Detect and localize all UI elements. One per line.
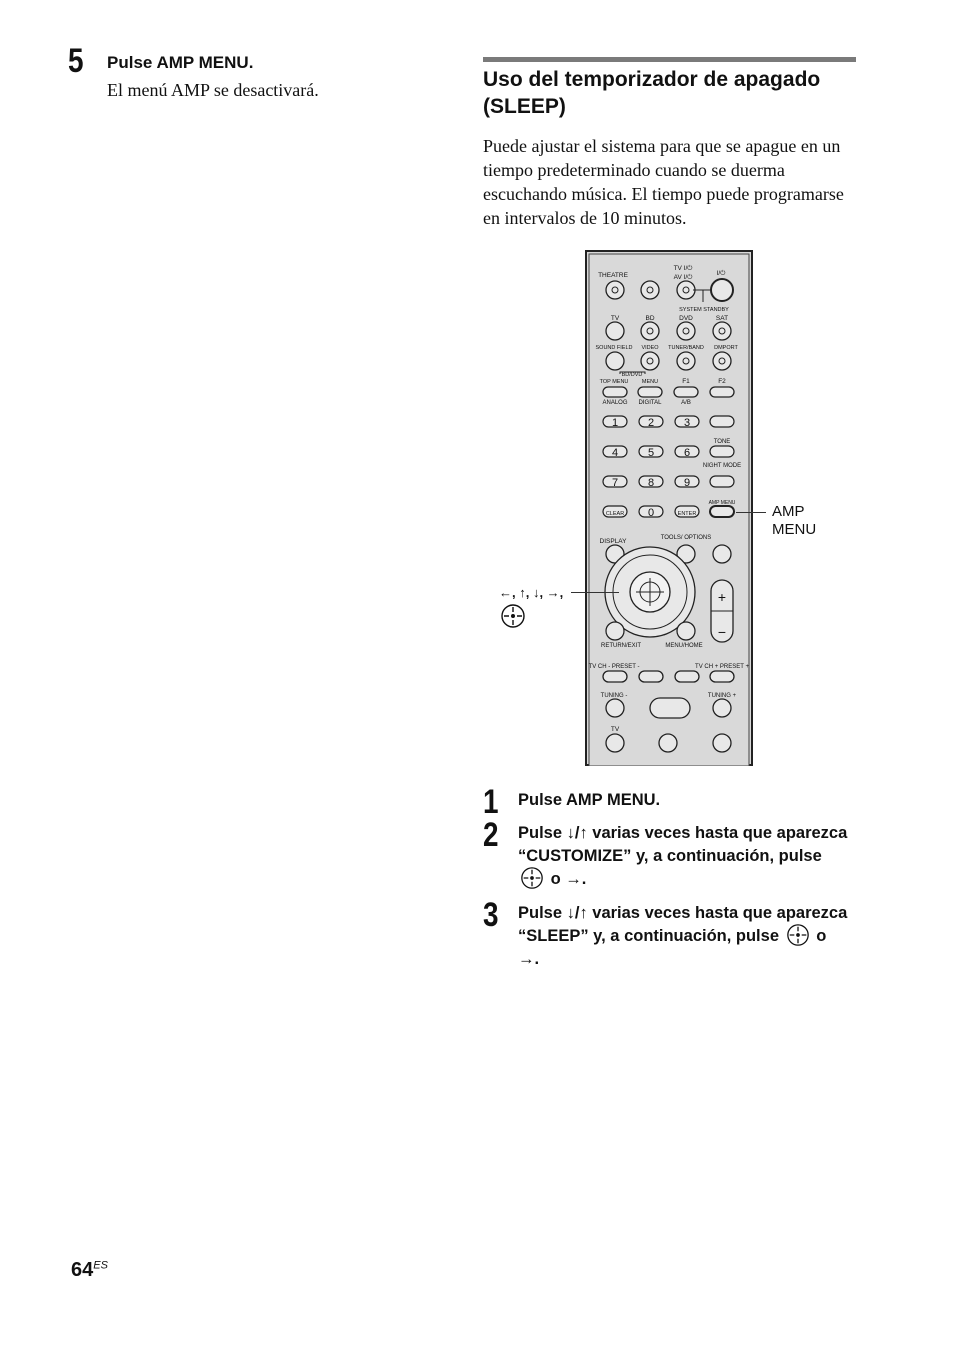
step-2-text-a: Pulse ↓/↑ varias veces hasta que aparezc… (518, 824, 848, 865)
remote-label-tuning-plus: TUNING + (708, 693, 737, 699)
section-paragraph: Puede ajustar el sistema para que se apa… (483, 136, 844, 228)
remote-key-7: 7 (612, 477, 618, 489)
remote-label-dmport: DMPORT (714, 345, 738, 351)
remote-key-8: 8 (648, 477, 654, 489)
section-heading: Uso del temporizador de apagado (SLEEP) (483, 68, 821, 118)
remote-label-dvd: DVD (679, 315, 693, 322)
step-1-text: Pulse AMP MENU. (518, 791, 661, 809)
enter-button-icon (521, 866, 543, 889)
step-3-number: 3 (483, 896, 499, 934)
remote-label-display: DISPLAY (600, 538, 628, 545)
remote-label-av-power: AV I/⏻ (674, 274, 693, 281)
enter-button-icon (786, 923, 809, 946)
remote-label-sound-field: SOUND FIELD (596, 345, 633, 351)
remote-label-top-menu: TOP MENU (600, 379, 629, 385)
step-1-number: 1 (483, 783, 499, 821)
step-number-5: 5 (68, 42, 84, 80)
remote-label-tone: TONE (714, 439, 731, 445)
step-5-title: Pulse AMP MENU. (107, 53, 254, 72)
remote-label-analog: ANALOG (602, 400, 627, 406)
remote-label-video: VIDEO (641, 345, 659, 351)
svg-text:+: + (718, 589, 726, 605)
step-5-text: El menú AMP se desactivará. (107, 80, 319, 100)
page-number-suffix: ES (93, 1259, 108, 1272)
remote-label-f2: F2 (718, 378, 726, 385)
remote-key-3: 3 (684, 417, 690, 429)
step-2-number: 2 (483, 816, 499, 854)
amp-menu-leader-line (736, 512, 766, 513)
callout-arrow-keys: ←, ↑, ↓, →, (499, 585, 564, 600)
remote-label-tv-power: TV I/⏻ (674, 265, 693, 272)
remote-key-4: 4 (612, 447, 618, 459)
remote-label-tv-ch-plus: TV CH + PRESET + (695, 664, 749, 670)
remote-label-bd-dvd: BD/DVD (622, 372, 643, 378)
enter-button-icon (501, 604, 525, 628)
callout-amp-menu: AMP MENU (772, 503, 817, 538)
arrows-leader-line (571, 592, 619, 593)
remote-key-5: 5 (648, 447, 654, 459)
svg-text:−: − (718, 624, 726, 640)
step-3-text-b: o →. (518, 927, 827, 968)
remote-label-menu-home: MENU/HOME (665, 643, 702, 649)
remote-label-digital: DIGITAL (639, 400, 663, 406)
remote-label-f1: F1 (682, 378, 690, 385)
section-rule (483, 57, 856, 62)
remote-label-bd: BD (645, 315, 654, 322)
remote-label-tv-ch-minus: TV CH - PRESET - (589, 664, 640, 670)
remote-label-theatre: THEATRE (598, 272, 629, 279)
remote-label-system-standby: SYSTEM STANDBY (679, 307, 729, 313)
remote-label-power: I/⏻ (717, 270, 726, 277)
remote-label-tuning-minus: TUNING - (601, 693, 628, 699)
remote-label-menu: MENU (642, 379, 658, 385)
step-3-text-a: Pulse ↓/↑ varias veces hasta que aparezc… (518, 904, 848, 945)
remote-label-tv: TV (611, 315, 620, 322)
remote-label-night-mode: NIGHT MODE (703, 463, 741, 469)
remote-label-return-exit: RETURN/EXIT (601, 643, 641, 649)
remote-key-0: 0 (648, 507, 654, 519)
step-2-text-b: o →. (550, 870, 587, 888)
remote-control-illustration: THEATRE TV I/⏻ AV I/⏻ I/⏻ SYSTEM STANDBY… (585, 250, 753, 766)
page-number-value: 64 (71, 1259, 94, 1281)
remote-label-tools-options: TOOLS/ OPTIONS (661, 535, 712, 541)
page-number: 64ES (71, 1259, 108, 1282)
remote-key-9: 9 (684, 477, 690, 489)
remote-key-enter: ENTER (678, 511, 697, 517)
remote-label-sat: SAT (716, 315, 728, 322)
remote-label-tuner-band: TUNER/BAND (668, 345, 704, 351)
step-3-text: Pulse ↓/↑ varias veces hasta que aparezc… (518, 902, 848, 971)
remote-label-amp-menu: AMP MENU (709, 500, 736, 506)
remote-key-2: 2 (648, 417, 654, 429)
remote-key-6: 6 (684, 447, 690, 459)
remote-label-ab: A/B (681, 400, 691, 406)
remote-key-clear: CLEAR (606, 511, 624, 517)
remote-key-1: 1 (612, 417, 618, 429)
step-2-text: Pulse ↓/↑ varias veces hasta que aparezc… (518, 822, 848, 891)
remote-label-tv-bottom: TV (611, 726, 620, 733)
